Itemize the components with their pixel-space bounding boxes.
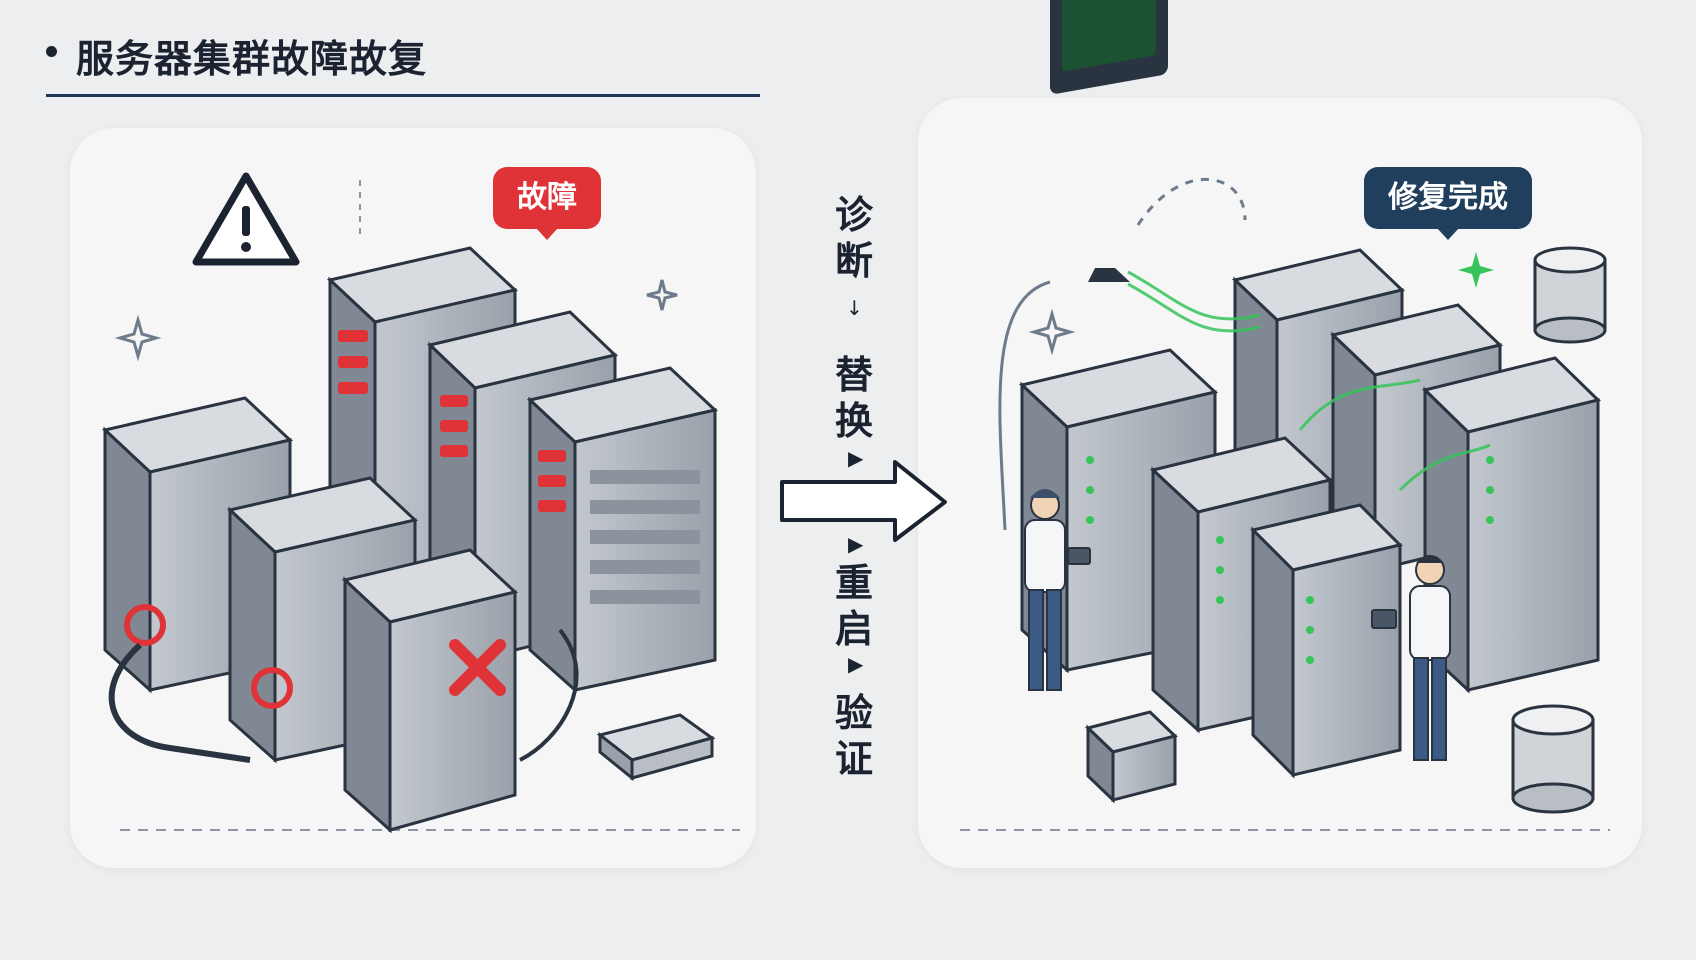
step-char: 启 xyxy=(834,607,873,651)
network-link xyxy=(1136,177,1247,226)
failed-server-rack xyxy=(526,366,719,694)
step-char: 换 xyxy=(834,399,873,443)
technician-icon xyxy=(1371,555,1451,761)
green-sparkle-icon xyxy=(1458,252,1494,288)
step-verify: 验 证 xyxy=(826,690,882,782)
step-char: 重 xyxy=(834,561,873,605)
broken-link-icon xyxy=(124,604,293,709)
fault-badge: 故障 xyxy=(493,167,601,240)
data-flow xyxy=(1127,270,1491,492)
status-led-icon xyxy=(1086,456,1494,664)
step-char: 诊 xyxy=(834,193,873,237)
step-char: 替 xyxy=(834,353,873,397)
red-x-icon xyxy=(449,639,506,696)
technician-icon xyxy=(1024,489,1091,691)
network-link xyxy=(998,280,1051,531)
step-char: 证 xyxy=(834,737,873,781)
badge-pointer xyxy=(1437,228,1459,240)
router-icon xyxy=(596,713,716,782)
step-restart: 重 启 xyxy=(826,560,882,652)
badge-pointer xyxy=(536,228,558,240)
sparkle-icon xyxy=(1028,308,1076,356)
arrow-right-icon: ▶ xyxy=(848,446,864,470)
database-icon xyxy=(1533,246,1607,344)
repaired-badge-label: 修复完成 xyxy=(1388,180,1508,215)
arrow-right-icon: ▶ xyxy=(848,652,864,676)
title-underline xyxy=(46,94,760,97)
cable xyxy=(108,642,251,763)
server-rack xyxy=(101,396,294,694)
database-icon xyxy=(1511,704,1595,814)
step-replace: 替 换 xyxy=(826,352,882,444)
cable xyxy=(519,628,579,762)
monitor-icon xyxy=(1050,0,1168,282)
arrow-right-icon: ▶ xyxy=(848,532,864,556)
page-title: 服务器集群故障故复 xyxy=(76,37,428,81)
repaired-badge: 修复完成 xyxy=(1364,167,1532,240)
sparkle-icon xyxy=(114,279,678,362)
bullet-icon xyxy=(46,46,57,57)
small-server-icon xyxy=(1085,710,1178,804)
offline-server-cabinet xyxy=(341,548,519,834)
step-char: 断 xyxy=(834,239,873,283)
arrow-down-icon: ↓ xyxy=(846,296,863,320)
step-diagnose: 诊 断 xyxy=(826,192,882,284)
warning-icon xyxy=(192,172,300,266)
step-char: 验 xyxy=(834,691,873,735)
flow-arrow-icon xyxy=(780,460,947,542)
server-rack xyxy=(1250,503,1403,779)
server-rack xyxy=(1422,356,1601,694)
fault-badge-label: 故障 xyxy=(517,180,577,215)
